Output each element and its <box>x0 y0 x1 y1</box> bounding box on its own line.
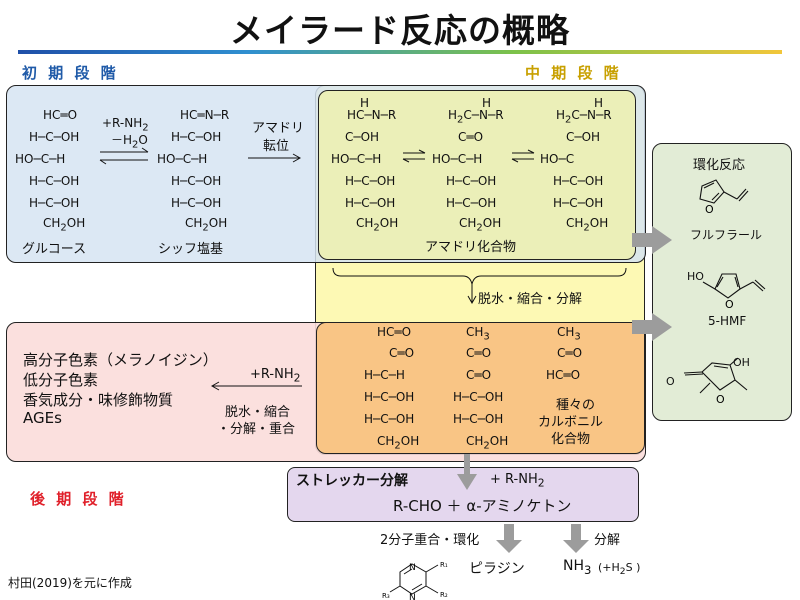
late-condition-1: 脱水・縮合 <box>225 405 291 420</box>
pyrazine-structure <box>389 563 439 595</box>
strecker-products: R-CHO ＋ α-アミノケトン <box>393 497 572 515</box>
glucose-label: グルコース <box>22 242 87 257</box>
strecker-amine-reagent: + R-NH2 <box>490 472 545 490</box>
late-stage-label: 後 期 段 階 <box>30 490 127 508</box>
to-cyclization-arrow-2 <box>632 313 672 341</box>
middle-stage-label: 中 期 段 階 <box>525 64 622 82</box>
hmf-label: 5-HMF <box>708 314 747 328</box>
amadori-compound-box <box>318 90 636 260</box>
decomposition-pathway-label: 分解 <box>594 533 621 548</box>
furanone-structure <box>683 357 748 394</box>
source-citation: 村田(2019)を元に作成 <box>8 576 132 590</box>
pyrazine-pathway-label: 2分子重合・環化 <box>380 533 480 548</box>
to-pyrazine-arrow <box>496 524 522 553</box>
amine-reagent: +R-NH2 <box>102 116 149 134</box>
to-cyclization-arrow-1 <box>632 226 672 254</box>
ammonia-label: NH3 <box>563 558 592 577</box>
dehydration-label: 脱水・縮合・分解 <box>478 292 583 307</box>
late-amine-reagent: +R-NH2 <box>250 367 301 385</box>
amadori-brace <box>332 267 627 285</box>
late-product-4: AGEs <box>23 409 62 427</box>
carbonyl-compound-box <box>316 322 645 454</box>
cyclization-title: 環化反応 <box>693 158 746 173</box>
hmf-ho-label: HO <box>687 270 704 283</box>
amadori-rearrangement-label-1: アマドリ <box>252 121 305 136</box>
furanone-o-label: O <box>666 375 675 388</box>
title-underline <box>18 50 782 54</box>
water-loss: －H2O <box>111 133 148 151</box>
early-stage-label: 初 期 段 階 <box>22 64 119 82</box>
to-strecker-arrow <box>457 454 477 490</box>
late-product-3: 香気成分・味修飾物質 <box>23 391 174 409</box>
amadori-compound-label: アマドリ化合物 <box>425 240 517 255</box>
furanone-oh-label: OH <box>733 356 750 369</box>
pyrazine-r3: R₃ <box>382 592 390 600</box>
schiff-base-label: シッフ塩基 <box>158 242 224 257</box>
hmf-ring-o: O <box>725 298 734 311</box>
carbonyl-label-3: 化合物 <box>551 432 591 447</box>
pyrazine-n2: N <box>409 593 416 600</box>
to-ammonia-arrow <box>563 524 589 553</box>
pyrazine-n1: N <box>409 563 416 573</box>
carbonyl-label-2: カルボニル <box>538 415 604 430</box>
amadori-rearrangement-label-2: 転位 <box>263 139 290 154</box>
gray-arrows <box>457 226 672 553</box>
pyrazine-r2: R₂ <box>440 591 448 599</box>
furfural-ring-o: O <box>705 203 714 216</box>
hydrogen-sulfide-label: (+H2S ) <box>598 561 641 578</box>
late-condition-2: ・分解・重合 <box>217 422 296 437</box>
pyrazine-label: ピラジン <box>469 561 525 577</box>
carbonyl-label-1: 種々の <box>556 398 596 413</box>
amadori-arrow-head <box>292 153 302 163</box>
forward-arrow-head <box>141 147 149 153</box>
furfural-label: フルフラール <box>690 228 763 242</box>
late-product-2: 低分子色素 <box>23 371 99 389</box>
furanone-ring-o: O <box>716 393 725 406</box>
furfural-structure <box>699 179 749 204</box>
hmf-structure <box>702 273 766 299</box>
reverse-arrow-head <box>99 159 107 165</box>
late-product-1: 高分子色素（メラノイジン） <box>23 351 218 369</box>
page-title: メイラード反応の概略 <box>230 11 570 50</box>
strecker-title: ストレッカー分解 <box>296 473 408 489</box>
pyrazine-r1: R₁ <box>440 561 448 569</box>
